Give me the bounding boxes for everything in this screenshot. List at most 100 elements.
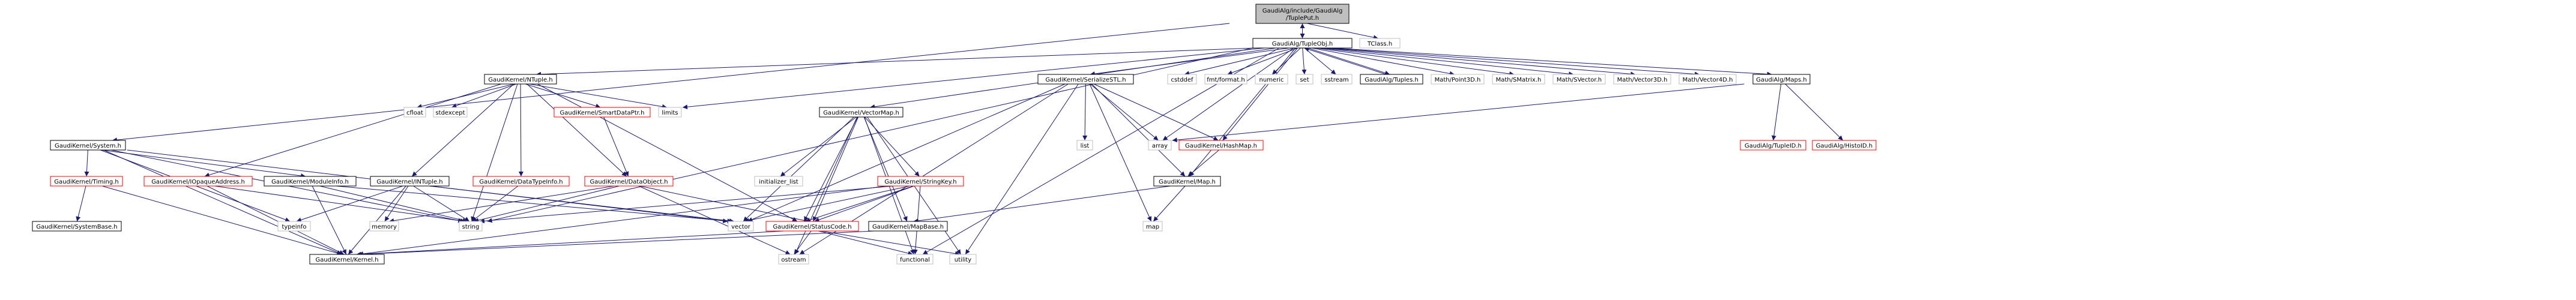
- node-box: [1752, 74, 1811, 85]
- edge-ntuple-to-iopaque: [204, 83, 501, 178]
- dependency-edges: [76, 23, 1844, 257]
- node-tuplesid[interactable]: GaudiAlg/TupleID.h: [1740, 140, 1806, 151]
- node-box: [765, 221, 859, 232]
- node-box: [658, 107, 682, 118]
- edge-statuscode-to-utility: [821, 230, 961, 256]
- node-box: [584, 176, 674, 187]
- edge-maps-to-histoid: [1785, 83, 1844, 141]
- edge-tupleobj-to-string: [487, 47, 1253, 223]
- node-string: string: [459, 221, 483, 232]
- node-box: [1360, 74, 1423, 85]
- edge-ntuple-to-smartdataptr: [525, 83, 601, 109]
- edge-iopaque-to-kernel: [207, 185, 345, 255]
- node-ntuple[interactable]: GaudiKernel/NTuple.h: [484, 74, 557, 85]
- node-box: [896, 254, 934, 265]
- edge-intuple-to-kernel: [348, 185, 406, 255]
- edge-maps-to-tuplesid: [1771, 83, 1782, 141]
- node-system[interactable]: GaudiKernel/System.h: [50, 140, 126, 151]
- node-moduleinfo[interactable]: GaudiKernel/ModuleInfo.h: [264, 176, 357, 187]
- edge-root-to-tclass: [1307, 23, 1379, 40]
- node-kmap[interactable]: GaudiKernel/Map.h: [1153, 176, 1221, 187]
- node-datatypeinfo[interactable]: GaudiKernel/DataTypeInfo.h: [472, 176, 570, 187]
- node-box: [143, 176, 253, 187]
- node-histoid[interactable]: GaudiAlg/HistoID.h: [1812, 140, 1877, 151]
- edge-vectormap-to-algorithm: [803, 116, 858, 222]
- edge-dataobject-to-statuscode: [639, 185, 809, 223]
- edge-ntuple-to-stdexcept: [451, 83, 517, 109]
- node-box: [1148, 140, 1172, 151]
- node-label: GaudiAlg/TupleObj.h: [1272, 41, 1333, 47]
- edge-vectormap-to-vector: [743, 116, 854, 222]
- edge-serializestl-to-hashmap: [1093, 83, 1219, 141]
- node-stdexcept: stdexcept: [433, 107, 468, 118]
- node-vector4d: Math/Vector4D.h: [1679, 74, 1737, 85]
- node-label: memory: [372, 224, 397, 230]
- node-label: sstream: [1324, 77, 1348, 83]
- edge-ntuple-to-dataobject: [526, 83, 627, 177]
- edge-intuple-to-typeinfo: [296, 185, 403, 223]
- edge-intuple-to-vector: [429, 185, 735, 224]
- edge-stringkey-to-algorithm: [805, 185, 914, 223]
- node-intuple[interactable]: GaudiKernel/INTuple.h: [370, 176, 450, 187]
- node-typeinfo: typeinfo: [277, 221, 311, 232]
- edge-serializestl-to-utility: [965, 83, 1079, 255]
- node-serializestl[interactable]: GaudiKernel/SerializeSTL.h: [1037, 74, 1134, 85]
- edge-statuscode-to-functional: [818, 230, 913, 256]
- edge-timing-to-systembase: [76, 185, 86, 222]
- node-maps[interactable]: GaudiAlg/Maps.h: [1752, 74, 1811, 85]
- node-label: GaudiKernel/StatusCode.h: [773, 224, 851, 230]
- edge-stringkey-to-kernel: [358, 185, 887, 256]
- edge-tupleobj-to-kmap: [1189, 47, 1296, 177]
- edge-tupleobj-to-point3d: [1311, 47, 1455, 76]
- node-vector3d: Math/Vector3D.h: [1613, 74, 1671, 85]
- edge-smartdataptr-to-dataobject: [603, 116, 629, 177]
- node-tupleobj[interactable]: GaudiAlg/TupleObj.h: [1252, 38, 1353, 49]
- node-label: Math/SMatrix.h: [1496, 77, 1542, 83]
- node-box: [50, 140, 126, 151]
- node-cfloat: cfloat: [403, 107, 426, 118]
- node-box: [1076, 140, 1093, 151]
- edge-ntuple-to-limits: [529, 83, 668, 109]
- node-label: GaudiKernel/DataObject.h: [590, 179, 668, 185]
- node-mapbase[interactable]: GaudiKernel/MapBase.h: [868, 221, 948, 232]
- node-label: list: [1081, 143, 1090, 149]
- node-hashmap[interactable]: GaudiKernel/HashMap.h: [1178, 140, 1264, 151]
- edge-tupleobj-to-maps: [1331, 47, 1772, 77]
- node-statuscode[interactable]: GaudiKernel/StatusCode.h: [765, 221, 859, 232]
- node-utility: utility: [949, 254, 977, 265]
- node-vectormap[interactable]: GaudiKernel/VectorMap.h: [819, 107, 903, 118]
- node-box: [554, 107, 651, 118]
- edge-vectormap-to-mapbase: [863, 116, 908, 222]
- node-systembase[interactable]: GaudiKernel/SystemBase.h: [32, 221, 122, 232]
- node-cstddef: cstddef: [1167, 74, 1197, 85]
- edge-dataobject-to-string: [474, 185, 620, 223]
- node-box: [1812, 140, 1877, 151]
- node-smartdataptr[interactable]: GaudiKernel/SmartDataPtr.h: [554, 107, 651, 118]
- edge-stringkey-to-vector: [744, 185, 910, 223]
- node-kernel[interactable]: GaudiKernel/Kernel.h: [309, 254, 385, 265]
- node-box: [264, 176, 357, 187]
- node-box: [1613, 74, 1671, 85]
- edge-tupleobj-to-tuples: [1308, 47, 1390, 76]
- node-label: GaudiAlg/HistoID.h: [1816, 143, 1872, 149]
- node-label: Math/Vector4D.h: [1683, 77, 1733, 83]
- node-initlist: initializer_list: [754, 176, 803, 187]
- node-dataobject[interactable]: GaudiKernel/DataObject.h: [584, 176, 674, 187]
- node-tuples[interactable]: GaudiAlg/Tuples.h: [1360, 74, 1423, 85]
- edge-stringkey-to-string: [479, 185, 894, 224]
- node-box: [50, 176, 123, 187]
- node-iopaque[interactable]: GaudiKernel/IOpaqueAddress.h: [143, 176, 253, 187]
- node-box: [472, 176, 570, 187]
- edge-moduleinfo-to-kernel: [312, 185, 347, 255]
- node-box: [1037, 74, 1134, 85]
- node-box: [1296, 74, 1314, 85]
- edge-maps-to-array: [1172, 83, 1745, 143]
- node-stringkey[interactable]: GaudiKernel/StringKey.h: [877, 176, 964, 187]
- node-box: [1252, 38, 1353, 49]
- node-label: GaudiAlg/Tuples.h: [1365, 77, 1419, 83]
- node-timing[interactable]: GaudiKernel/Timing.h: [50, 176, 123, 187]
- node-label: cstddef: [1171, 77, 1193, 83]
- edge-serializestl-to-vector: [747, 83, 1066, 222]
- node-box: [484, 74, 557, 85]
- node-label: array: [1152, 143, 1168, 149]
